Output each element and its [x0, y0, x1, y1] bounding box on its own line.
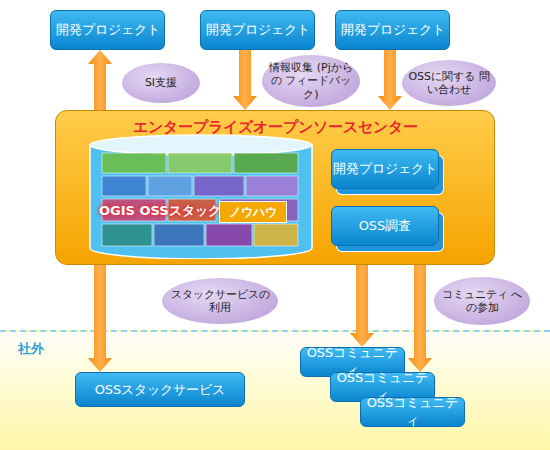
- node-text: 開発プロジェクト: [333, 160, 437, 178]
- community-box: OSSコミュニティ: [360, 397, 465, 427]
- block-arrow: [88, 50, 112, 110]
- node-text: 開発プロジェクト: [341, 21, 445, 39]
- node-text: 開発プロジェクト: [206, 21, 310, 39]
- edge-label-ellipse: スタックサービスの 利用: [162, 278, 278, 324]
- center-box: エンタープライズオープンソースセンターOGIS OSSスタックノウハウ開発プロジ…: [55, 110, 495, 265]
- cylinder-outline: [89, 134, 313, 259]
- edge-label: 情報収集 (Pjからの フィードバック): [268, 61, 354, 101]
- project-box: 開発プロジェクト: [335, 10, 450, 50]
- node-text: エンタープライズオープンソースセンター: [56, 118, 494, 137]
- service-box: OSSスタックサービス: [75, 372, 245, 407]
- node-text: ノウハウ: [229, 204, 277, 221]
- node-text: OSSコミュニティ: [361, 394, 464, 430]
- project-box: 開発プロジェクト: [200, 10, 315, 50]
- edge-label-ellipse: SI支援: [122, 63, 200, 103]
- external-band: 社外OSSスタックサービスOSSコミュニティOSSコミュニティOSSコミュニティ: [0, 330, 550, 450]
- stack-cylinder: OGIS OSSスタックノウハウ: [89, 134, 313, 259]
- block-arrow: [378, 50, 402, 110]
- edge-label: コミュニティ への参加: [440, 288, 524, 314]
- edge-label: スタックサービスの 利用: [168, 288, 272, 314]
- block-arrow: [233, 50, 257, 110]
- edge-label: OSSに関する 問い合わせ: [408, 70, 490, 96]
- project-box: 開発プロジェクト: [331, 149, 439, 189]
- research-box: OSS調査: [331, 206, 439, 246]
- block-arrow: [350, 265, 374, 347]
- project-box: 開発プロジェクト: [50, 10, 165, 50]
- node-text: OGIS OSSスタック: [99, 202, 221, 220]
- edge-label-ellipse: 情報収集 (Pjからの フィードバック): [262, 55, 360, 107]
- knowhow-box: ノウハウ: [219, 201, 287, 223]
- edge-label-ellipse: OSSに関する 問い合わせ: [402, 60, 496, 106]
- edge-label: SI支援: [145, 76, 177, 89]
- node-text: OSSスタックサービス: [95, 381, 226, 399]
- node-text: 社外: [18, 340, 44, 358]
- edge-label-ellipse: コミュニティ への参加: [434, 277, 530, 325]
- node-text: 開発プロジェクト: [56, 21, 160, 39]
- node-text: OSS調査: [359, 217, 412, 235]
